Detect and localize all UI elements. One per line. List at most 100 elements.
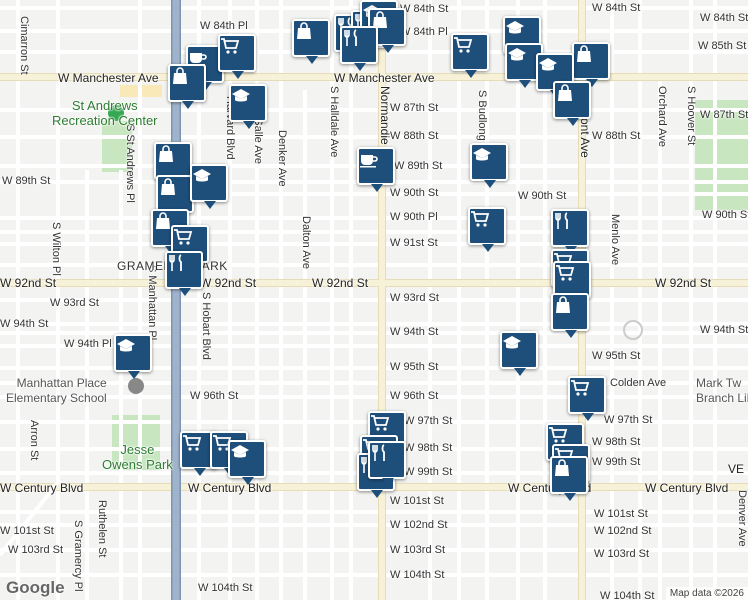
label-menlo-ave: Menlo Ave xyxy=(609,214,621,266)
cart-marker[interactable] xyxy=(218,34,256,79)
label-w-103rd-st: W 103rd St xyxy=(390,544,446,556)
bag-marker[interactable] xyxy=(156,175,194,220)
school-icon xyxy=(506,21,524,34)
label-w-84th-st-east: W 84th St xyxy=(700,12,748,24)
school-marker[interactable] xyxy=(470,143,508,188)
park-name-line2: Owens Park xyxy=(102,457,173,472)
restaurant-marker[interactable] xyxy=(368,441,406,486)
restaurant-icon xyxy=(169,254,182,271)
label-w-102nd-st: W 102nd St xyxy=(390,519,448,531)
label-w-98th-st: W 98th St xyxy=(404,442,453,454)
label-manhattan-place-elementary-school[interactable]: Manhattan Place Elementary School xyxy=(6,376,107,406)
cart-marker[interactable] xyxy=(451,33,489,78)
school-marker[interactable] xyxy=(500,331,538,376)
cart-icon xyxy=(371,415,390,431)
label-st-andrews-recreation-center[interactable]: St Andrews Recreation Center xyxy=(52,98,158,128)
label-orchard-ave: Orchard Ave xyxy=(656,86,668,147)
poi-name-line1: Manhattan Place xyxy=(16,376,107,390)
restaurant-marker[interactable] xyxy=(340,26,378,71)
cart-marker[interactable] xyxy=(568,376,606,421)
label-w-90th-st-east: W 90th St xyxy=(518,190,567,202)
label-w-manchester-ave: W Manchester Ave xyxy=(58,71,159,85)
label-w-century-blvd: W Century Blvd xyxy=(188,481,272,495)
coffee-marker[interactable] xyxy=(357,147,395,192)
restaurant-marker[interactable] xyxy=(165,251,203,296)
school-marker[interactable] xyxy=(229,84,267,129)
label-s-st-andrews-pl: S St Andrews Pl xyxy=(124,124,136,203)
st-andrews-park-area xyxy=(102,121,132,172)
label-w-84th-st: W 84th St xyxy=(592,2,641,14)
school-icon xyxy=(539,58,557,71)
label-w-manchester-ave-mid: W Manchester Ave xyxy=(334,71,435,85)
label-w-90th-st-far: W 90th St xyxy=(702,209,748,221)
restaurant-icon xyxy=(344,29,357,46)
label-w-101st-st-west: W 101st St xyxy=(0,525,54,537)
school-marker[interactable] xyxy=(190,164,228,209)
label-w-88th-st: W 88th St xyxy=(390,130,439,142)
label-s-gramercy-pl: S Gramercy Pl xyxy=(72,520,84,592)
park-name-line2: Recreation Center xyxy=(52,113,158,128)
label-w-94th-st-east: W 94th St xyxy=(700,324,748,336)
park-name-line1: Jesse xyxy=(120,442,155,457)
label-w-93rd-st: W 93rd St xyxy=(390,292,439,304)
bag-icon xyxy=(556,296,570,313)
label-w-87th-st-east: W 87th St xyxy=(700,109,748,121)
label-w-89th-st: W 89th St xyxy=(394,160,443,172)
label-w-104th-st: W 104th St xyxy=(390,569,445,581)
school-marker[interactable] xyxy=(228,440,266,485)
park-pin-icon xyxy=(108,105,124,121)
restaurant-icon xyxy=(555,212,568,229)
cart-icon xyxy=(213,435,232,451)
cart-icon xyxy=(221,38,240,54)
label-w-103rd-st-west: W 103rd St xyxy=(8,544,64,556)
label-w-95th-st-east: W 95th St xyxy=(592,350,641,362)
label-w-94th-st-west: W 94th St xyxy=(0,318,49,330)
label-mark-twain-branch-library[interactable]: Mark Tw Branch Libr xyxy=(696,376,748,406)
school-icon xyxy=(231,445,249,458)
school-marker[interactable] xyxy=(114,334,152,379)
label-w-95th-st: W 95th St xyxy=(390,361,439,373)
school-icon xyxy=(508,48,526,61)
bag-marker[interactable] xyxy=(553,81,591,126)
label-w-92nd-st-east: W 92nd St xyxy=(655,276,712,290)
cart-marker[interactable] xyxy=(553,261,591,306)
label-w-92nd-st-edge: W 92nd St xyxy=(0,276,57,290)
cart-icon xyxy=(471,211,490,227)
label-cimarron-st: Cimarron St xyxy=(18,16,30,75)
bag-icon xyxy=(159,145,173,162)
bag-marker[interactable] xyxy=(551,293,589,338)
label-w-89th-st-west: W 89th St xyxy=(2,175,51,187)
label-w-90th-st: W 90th St xyxy=(390,187,439,199)
bag-marker[interactable] xyxy=(572,42,610,87)
label-w-101st-st: W 101st St xyxy=(390,495,444,507)
cart-icon xyxy=(183,435,202,451)
label-colden-ave: Colden Ave xyxy=(610,377,667,389)
label-w-101st-st-east: W 101st St xyxy=(594,508,648,520)
label-arron-st: Arron St xyxy=(28,420,40,461)
bag-marker[interactable] xyxy=(168,64,206,109)
label-w-93rd-st-west: W 93rd St xyxy=(50,297,99,309)
bag-marker[interactable] xyxy=(550,456,588,501)
label-w-99th-st-east: W 99th St xyxy=(592,456,641,468)
cart-icon xyxy=(556,265,575,281)
bag-icon xyxy=(373,11,387,28)
label-s-halldale-ave: S Halldale Ave xyxy=(328,86,340,158)
restaurant-marker[interactable] xyxy=(551,209,589,254)
label-s-hobart-blvd: S Hobart Blvd xyxy=(200,292,212,360)
label-w-97th-st-east: W 97th St xyxy=(604,414,653,426)
cart-icon xyxy=(454,37,473,53)
bag-marker[interactable] xyxy=(292,19,330,64)
label-jesse-owens-park[interactable]: Jesse Owens Park xyxy=(102,442,173,472)
label-denver-ave: Denver Ave xyxy=(736,490,748,547)
label-w-98th-st-east: W 98th St xyxy=(592,436,641,448)
cart-icon xyxy=(571,380,590,396)
bag-icon xyxy=(161,178,175,195)
park-area-east xyxy=(695,100,748,210)
label-w-88th-st-east: W 88th St xyxy=(592,130,641,142)
cart-icon xyxy=(549,427,568,443)
school-icon xyxy=(193,169,211,182)
label-w-87th-st: W 87th St xyxy=(390,102,439,114)
label-w-99th-st: W 99th St xyxy=(404,466,453,478)
cart-marker[interactable] xyxy=(468,207,506,252)
